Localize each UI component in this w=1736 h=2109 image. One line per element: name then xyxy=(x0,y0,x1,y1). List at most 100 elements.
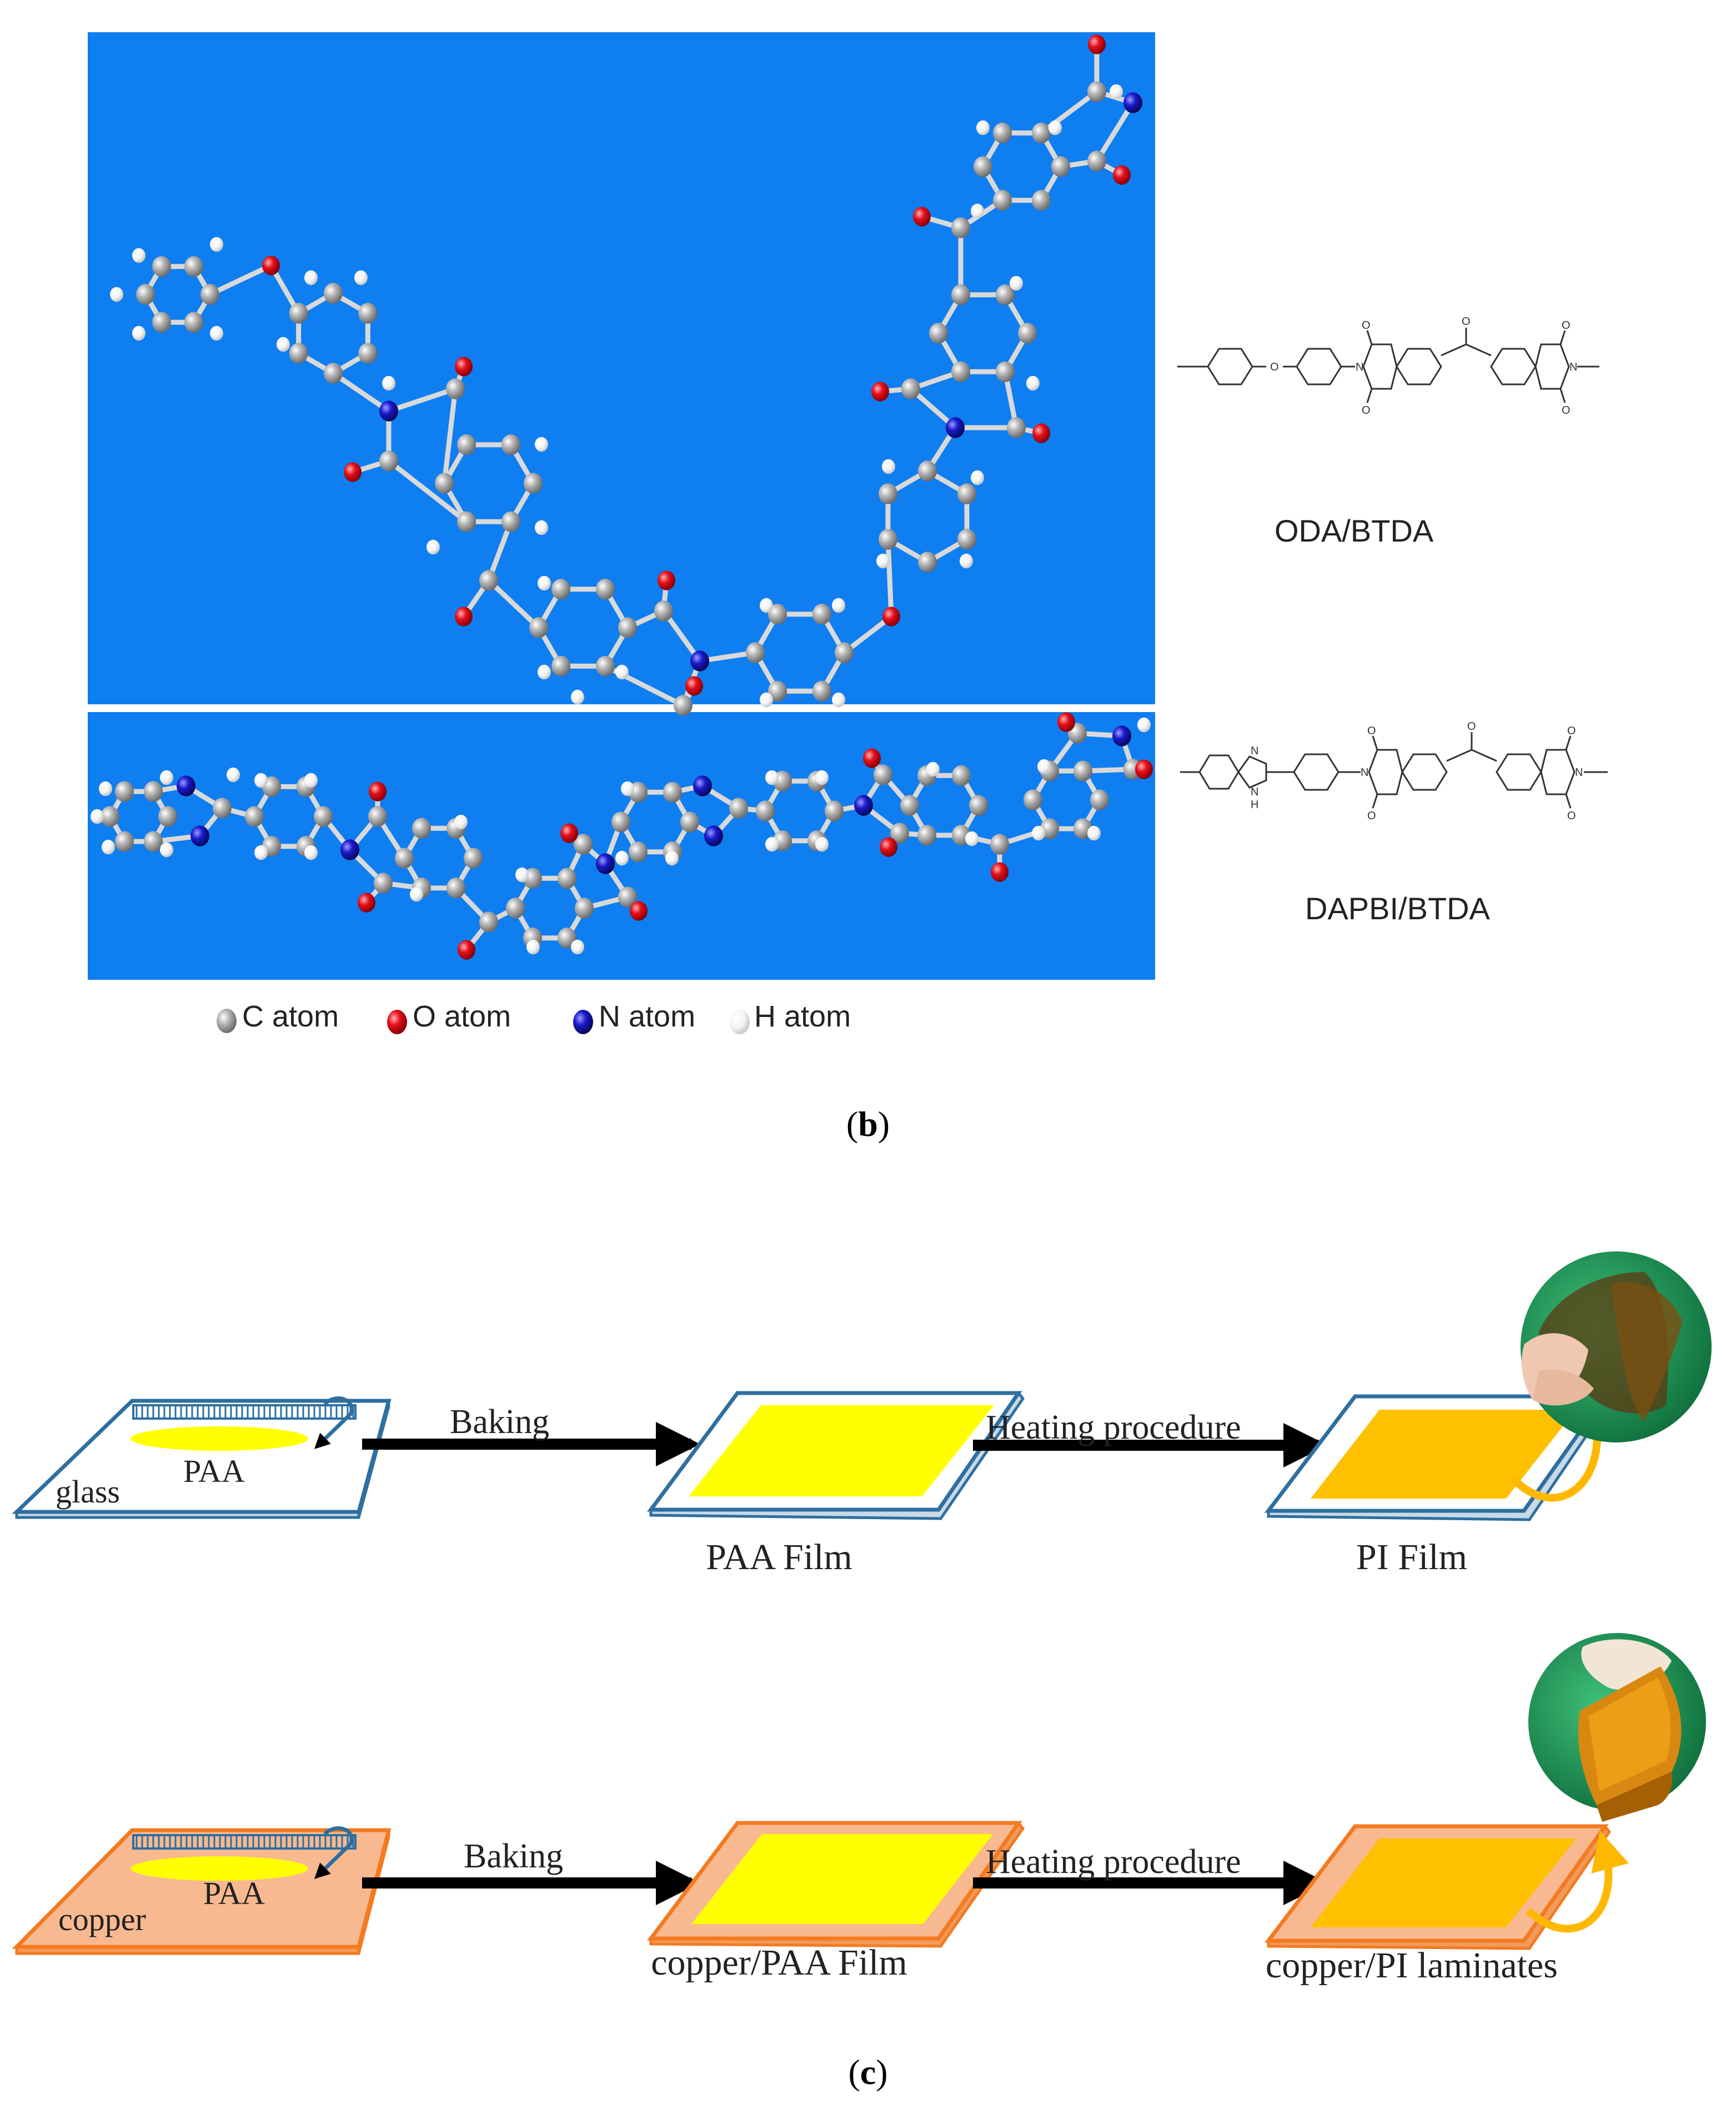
carbon-atom xyxy=(768,680,787,702)
carbon-atom xyxy=(746,642,765,663)
carbon-atom xyxy=(618,886,637,908)
hydrogen-atom xyxy=(304,845,318,860)
nitrogen-atom xyxy=(340,839,359,860)
hydrogen-atom xyxy=(1137,717,1151,733)
row1-film2-label: PI Film xyxy=(1356,1537,1467,1577)
dapbi-btda-formula-h-imid: H xyxy=(1251,799,1258,811)
carbon-atom xyxy=(596,655,615,677)
oda-btda-formula-o3: O xyxy=(1462,315,1471,328)
hydrogen-atom xyxy=(91,809,104,824)
legend-hydrogen-label: H atom xyxy=(754,1000,851,1033)
hydrogen-atom xyxy=(1110,84,1123,99)
carbon-atom xyxy=(446,877,465,899)
carbon-atom xyxy=(951,284,970,305)
caption-c-letter: c xyxy=(860,2052,876,2092)
carbon-atom xyxy=(918,552,937,573)
nitrogen-atom xyxy=(596,853,615,874)
oda-btda-formula-n-left: N xyxy=(1356,361,1363,373)
carbon-atom xyxy=(996,361,1015,382)
oxygen-atom xyxy=(871,382,889,402)
carbon-atom xyxy=(152,256,171,277)
nitrogen-atom xyxy=(1112,725,1131,747)
carbon-atom xyxy=(435,473,454,494)
carbon-atom xyxy=(729,798,748,819)
molecule-bond xyxy=(842,614,893,655)
nitrogen-atom xyxy=(379,400,398,422)
oxygen-atom xyxy=(458,940,475,960)
oxygen-atom xyxy=(863,748,881,768)
carbon-atom xyxy=(501,434,520,455)
carbon-atom xyxy=(152,312,171,333)
hydrogen-atom xyxy=(571,689,584,705)
hydrogen-atom xyxy=(832,598,845,613)
nitrogen-atom xyxy=(854,795,873,816)
hydrogen-atom xyxy=(526,939,540,955)
nitrogen-atom xyxy=(1123,92,1142,113)
hydrogen-atom xyxy=(765,770,779,785)
carbon-atom xyxy=(184,256,203,277)
carbon-atom xyxy=(144,831,163,852)
row2-baking-label: Baking xyxy=(464,1837,563,1875)
carbon-atom xyxy=(957,529,977,550)
molecule-bond xyxy=(486,578,541,630)
carbon-atom xyxy=(901,378,920,399)
row2-laminate-photo xyxy=(1528,1633,1706,1822)
dapbi-btda-structural-formula xyxy=(1180,732,1608,809)
carbon-atom xyxy=(812,680,831,702)
carbon-atom xyxy=(289,303,308,324)
molecule-bond xyxy=(1095,101,1135,163)
carbon-atom xyxy=(812,604,831,625)
molecule-bond xyxy=(486,520,514,582)
carbon-atom xyxy=(996,284,1015,305)
dapbi-btda-formula-o2: O xyxy=(1367,810,1376,822)
oxygen-atom xyxy=(1057,712,1075,732)
hydrogen-atom xyxy=(965,831,979,846)
molecule-bond xyxy=(441,388,458,484)
hydrogen-atom xyxy=(882,459,895,474)
panel-c: PAA glass Baking PAA Film Heating proced… xyxy=(12,1251,1712,2092)
hydrogen-atom xyxy=(1010,275,1023,291)
row1-solution-label: PAA xyxy=(183,1453,245,1489)
molecule-bond xyxy=(661,609,702,663)
carbon-atom xyxy=(917,824,936,846)
dapbi-btda-formula-n-imid-bottom: N xyxy=(1251,786,1258,798)
carbon-atom xyxy=(457,434,476,455)
carbon-atom xyxy=(951,217,970,238)
hydrogen-atom xyxy=(976,120,990,136)
caption-c: (c) xyxy=(848,2052,887,2092)
carbon-atom xyxy=(412,818,431,839)
hydrogen-atom xyxy=(760,598,773,613)
hydrogen-atom xyxy=(615,664,629,680)
caption-b-letter: b xyxy=(858,1104,878,1144)
carbon-atom xyxy=(524,473,543,494)
row2-paa-film xyxy=(647,1821,1025,1948)
legend-hydrogen-swatch xyxy=(730,1010,750,1034)
row1-baking-label: Baking xyxy=(450,1403,549,1441)
carbon-atom xyxy=(358,343,378,364)
oda-btda-formula-o-ether: O xyxy=(1270,361,1279,373)
hydrogen-atom xyxy=(815,836,829,852)
carbon-atom xyxy=(1051,156,1070,177)
oxygen-atom xyxy=(1135,759,1153,779)
hydrogen-atom xyxy=(410,886,423,902)
carbon-atom xyxy=(551,655,570,677)
row1-paa-film xyxy=(647,1391,1025,1520)
hydrogen-atom xyxy=(960,553,973,569)
carbon-atom xyxy=(213,798,232,819)
carbon-atom xyxy=(629,841,648,863)
oxygen-atom xyxy=(991,862,1009,882)
carbon-atom xyxy=(115,831,134,852)
hydrogen-atom xyxy=(454,814,468,830)
dapbi-btda-formula-o5: O xyxy=(1567,810,1576,822)
carbon-atom xyxy=(1032,122,1051,144)
hydrogen-atom xyxy=(427,539,440,555)
hydrogen-atom xyxy=(102,839,115,855)
legend-oxygen-swatch xyxy=(387,1010,407,1034)
oxygen-atom xyxy=(1113,165,1131,185)
hydrogen-atom xyxy=(132,248,145,263)
carbon-atom xyxy=(1090,789,1109,810)
dapbi-btda-formula-n-right: N xyxy=(1575,767,1583,779)
oxygen-atom xyxy=(658,570,675,590)
row1-pi-film-photo xyxy=(1521,1251,1712,1442)
molecule-bond xyxy=(909,387,957,430)
